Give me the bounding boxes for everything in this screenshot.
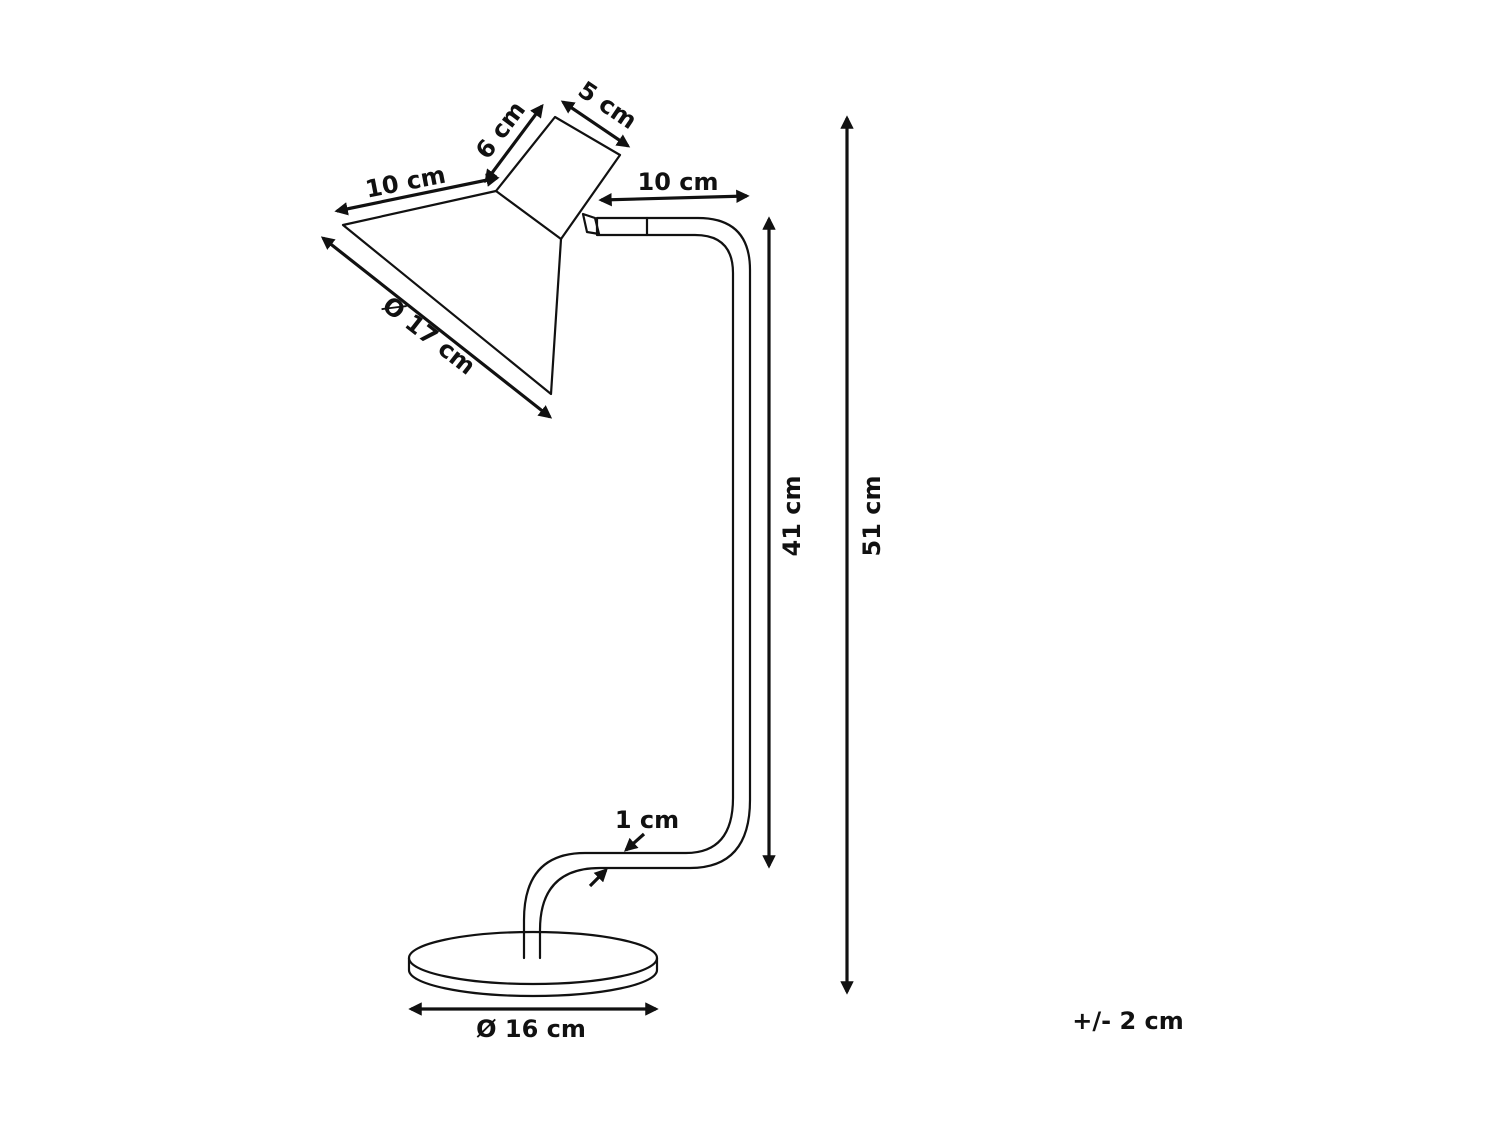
- lamp-stem: [538, 216, 752, 960]
- total-height-label: 51 cm: [858, 476, 886, 557]
- arm-reach-arrow: [598, 189, 750, 207]
- base-diameter-label: Ø 16 cm: [476, 1015, 586, 1043]
- lamp-base-rim: [407, 956, 659, 998]
- lamp-stem-inner: [522, 233, 735, 960]
- lamp-base-top: [407, 930, 659, 986]
- dimension-labels: 10 cm 6 cm 5 cm 10 cm Ø 17 cm 41 cm 51 c…: [363, 76, 1184, 1043]
- lamp-neck: [494, 115, 622, 241]
- neck-diameter-label: 5 cm: [573, 76, 642, 135]
- stem-height-label: 41 cm: [778, 476, 806, 557]
- shade-diameter-arrow: [320, 236, 553, 419]
- arm-collar: [595, 216, 649, 237]
- shade-diameter-label: Ø 17 cm: [377, 291, 481, 381]
- neck-diameter-arrow: [560, 100, 631, 148]
- shade-length-arrow: [334, 173, 500, 216]
- tube-thickness-arrow-bottom: [588, 868, 608, 888]
- tube-thickness-arrow-top: [623, 832, 646, 852]
- lamp-drawing: [341, 115, 752, 998]
- arm-reach-label: 10 cm: [638, 168, 719, 196]
- tolerance-label: +/- 2 cm: [1072, 1007, 1183, 1035]
- shade-neck-seam: [495, 190, 562, 240]
- dimension-lines: [320, 100, 854, 1016]
- tube-thickness-label: 1 cm: [615, 806, 679, 834]
- neck-length-arrow: [484, 103, 544, 184]
